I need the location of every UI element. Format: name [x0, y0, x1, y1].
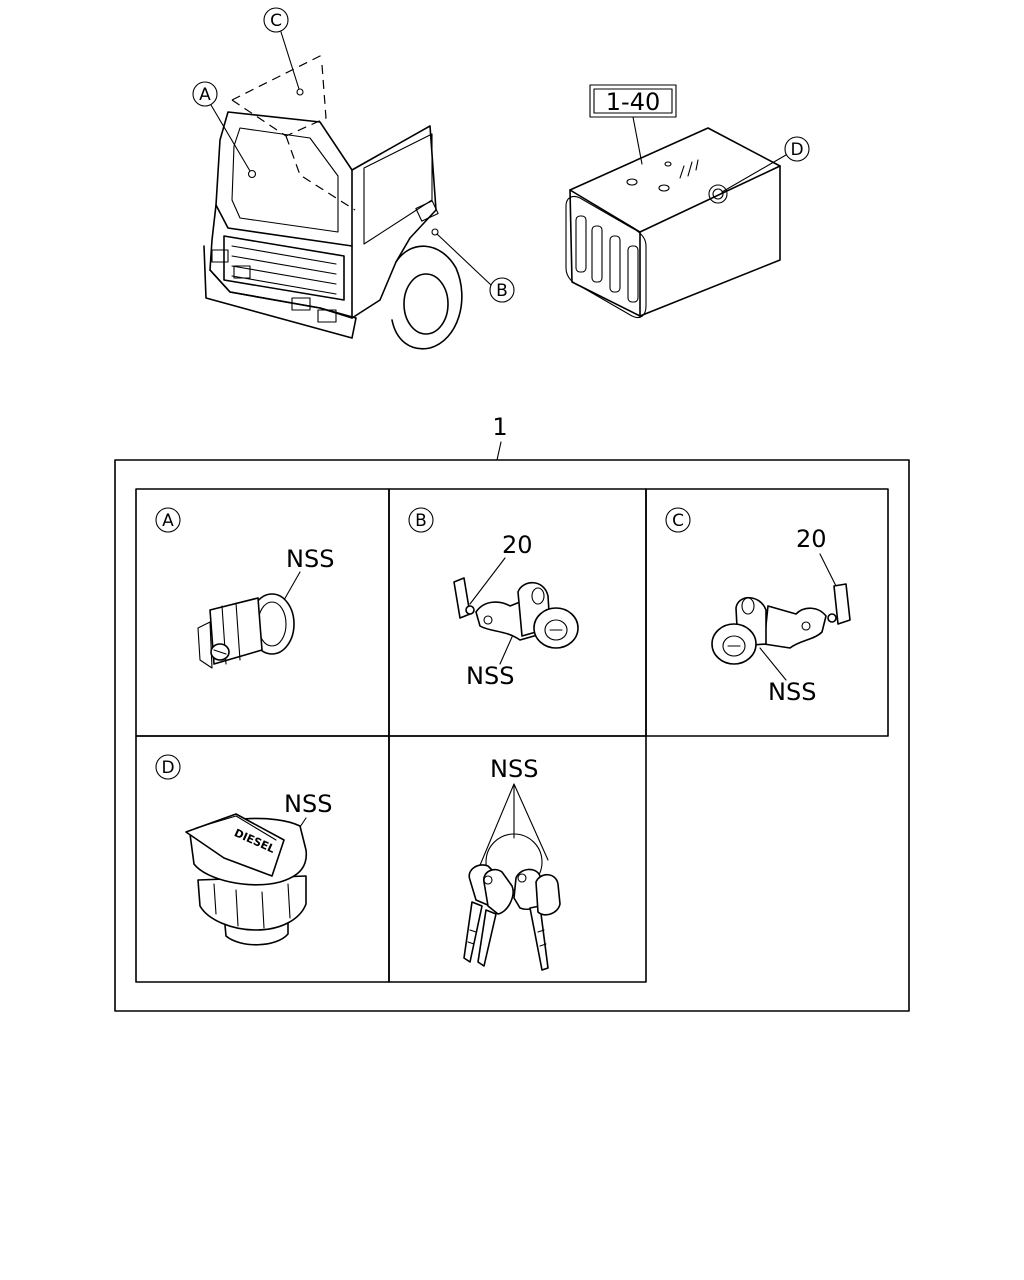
parts-group-frame: [114, 459, 910, 1012]
panel-c-number-label: 20: [796, 525, 827, 553]
panel-e: NSS: [463, 755, 561, 971]
panel-d: D NSS DIESEL: [155, 754, 332, 946]
reference-box-1-40: 1-40: [589, 84, 677, 165]
panel-a-letter: A: [162, 511, 174, 531]
panel-d-letter: D: [161, 758, 174, 778]
callout-d-top: D: [721, 136, 810, 193]
callout-c-top: C: [263, 7, 300, 90]
panel-e-part-label: NSS: [490, 755, 538, 783]
callout-b-letter: B: [496, 281, 508, 301]
fuel-tank-illustration: [565, 127, 781, 319]
callout-d-letter: D: [790, 140, 803, 160]
panel-grid: [135, 488, 889, 983]
lock-cylinder-c-icon: [711, 583, 851, 665]
panel-b-part-label: NSS: [466, 662, 514, 690]
callout-a-top: A: [192, 81, 251, 172]
item-number-label: 1: [492, 413, 507, 441]
item-number-1: 1: [492, 413, 508, 461]
panel-b: B 20 NSS: [408, 507, 579, 690]
callout-b-top: B: [436, 233, 515, 303]
panel-b-number-label: 20: [502, 531, 533, 559]
callout-c-letter: C: [270, 11, 282, 31]
panel-c: C 20 NSS: [665, 507, 851, 706]
panel-d-part-label: NSS: [284, 790, 332, 818]
lock-cylinder-a-icon: [197, 593, 295, 669]
fuel-cap-icon: DIESEL: [185, 813, 308, 946]
panel-b-letter: B: [415, 511, 427, 531]
truck-cab-illustration: [203, 54, 463, 350]
panel-c-part-label: NSS: [768, 678, 816, 706]
panel-c-letter: C: [672, 511, 684, 531]
callout-a-letter: A: [199, 85, 211, 105]
lock-cylinder-b-icon: [453, 577, 579, 649]
panel-a: A NSS: [155, 507, 334, 669]
keys-icon: [463, 833, 561, 971]
reference-label: 1-40: [606, 88, 660, 116]
panel-a-part-label: NSS: [286, 545, 334, 573]
